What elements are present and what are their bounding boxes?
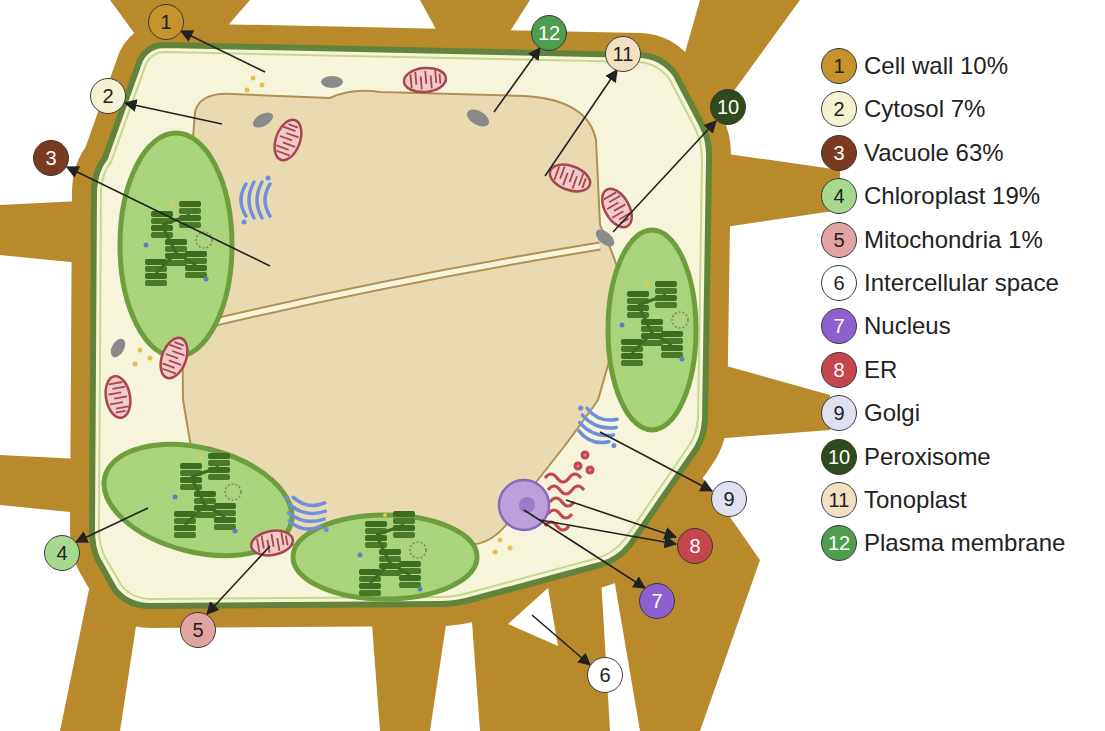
legend-number: 11 [829,490,850,510]
legend-text: Cell wall 10% [864,54,1008,78]
legend-number: 7 [833,316,844,336]
nucleus [499,480,549,530]
legend-number: 5 [833,230,844,250]
legend-number: 9 [833,403,844,423]
legend-number: 4 [833,186,844,206]
plasma-membrane [92,45,709,606]
legend-number: 8 [833,360,844,380]
callout-number: 6 [599,665,610,685]
callout-number: 9 [723,489,734,509]
golgi [241,176,625,533]
chloroplasts [92,133,696,599]
intercellular-space [508,588,558,646]
legend-number: 12 [828,533,850,553]
legend-number: 3 [833,143,844,163]
leader-lines [67,31,716,665]
cell-wall [0,0,840,731]
legend-text: Intercellular space [864,271,1059,295]
callout-number: 2 [102,86,113,106]
legend-text: Mitochondria 1% [864,228,1043,252]
legend-text: Cytosol 7% [864,97,985,121]
legend-text: Nucleus [864,314,951,338]
legend-text: Vacuole 63% [864,141,1004,165]
legend-text: Golgi [864,401,920,425]
callout-number: 10 [717,97,739,117]
legend-number: 2 [833,99,844,119]
legend-number: 6 [833,273,844,293]
legend-number: 10 [828,447,850,467]
legend-text: Chloroplast 19% [864,184,1040,208]
endoplasmic-reticulum [545,452,593,530]
callout-number: 11 [613,44,634,64]
callout-number: 5 [192,620,203,640]
legend-text: Peroxisome [864,445,991,469]
peroxisomes [108,76,617,360]
legend-text: ER [864,358,897,382]
callout-number: 4 [56,543,67,563]
callout-number: 8 [689,536,700,556]
callout-number: 12 [538,23,560,43]
legend-number: 1 [833,56,844,76]
legend-text: Plasma membrane [864,531,1065,555]
callout-number: 7 [651,591,662,611]
callout-number: 3 [45,148,56,168]
legend-text: Tonoplast [864,488,967,512]
callout-number: 1 [160,12,171,32]
mitochondria [103,66,638,558]
